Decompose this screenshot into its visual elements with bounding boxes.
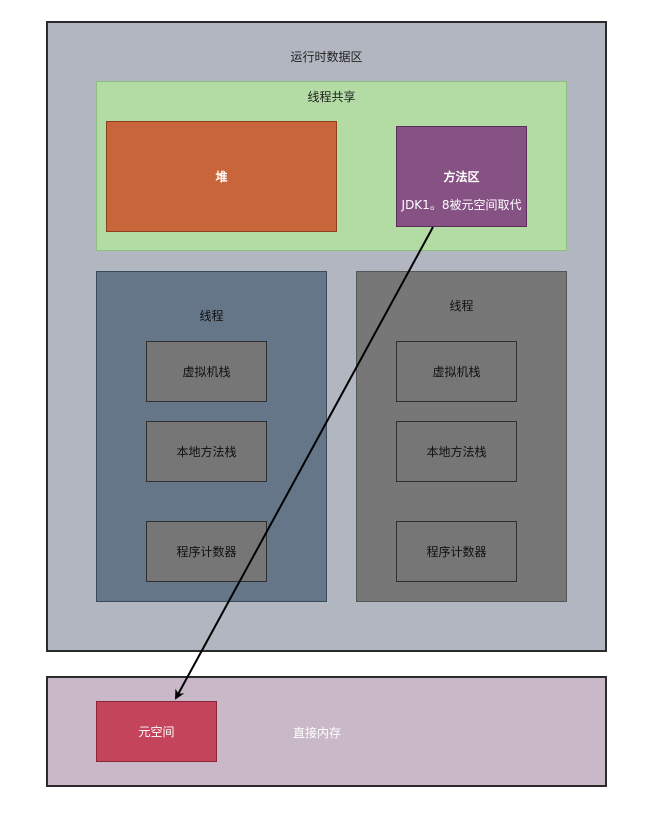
thread-right-label: 线程 bbox=[449, 299, 474, 313]
pc-register-label: 程序计数器 bbox=[176, 544, 237, 559]
thread-left-native-stack: 本地方法栈 bbox=[146, 421, 267, 482]
heap-box: 堆 bbox=[106, 121, 337, 232]
thread-right-vm-stack: 虚拟机栈 bbox=[396, 341, 517, 402]
pc-register-label: 程序计数器 bbox=[426, 544, 487, 559]
metaspace-label: 元空间 bbox=[138, 724, 175, 739]
heap-label: 堆 bbox=[215, 169, 228, 184]
vm-stack-label: 虚拟机栈 bbox=[432, 364, 481, 379]
native-stack-label: 本地方法栈 bbox=[176, 444, 237, 459]
runtime-data-area-label: 运行时数据区 bbox=[290, 50, 363, 64]
thread-shared-label: 线程共享 bbox=[307, 90, 356, 104]
thread-right-native-stack: 本地方法栈 bbox=[396, 421, 517, 482]
thread-left-label: 线程 bbox=[199, 309, 224, 323]
thread-left-pc-register: 程序计数器 bbox=[146, 521, 267, 582]
thread-left-vm-stack: 虚拟机栈 bbox=[146, 341, 267, 402]
vm-stack-label: 虚拟机栈 bbox=[182, 364, 231, 379]
method-area-label: 方法区 bbox=[443, 170, 480, 184]
method-area-note: JDK1。8被元空间取代 bbox=[401, 198, 522, 212]
native-stack-label: 本地方法栈 bbox=[426, 444, 487, 459]
metaspace-box: 元空间 bbox=[96, 701, 217, 762]
thread-right-pc-register: 程序计数器 bbox=[396, 521, 517, 582]
method-area-box: 方法区 JDK1。8被元空间取代 bbox=[396, 126, 527, 227]
direct-memory-label: 直接内存 bbox=[293, 726, 342, 740]
